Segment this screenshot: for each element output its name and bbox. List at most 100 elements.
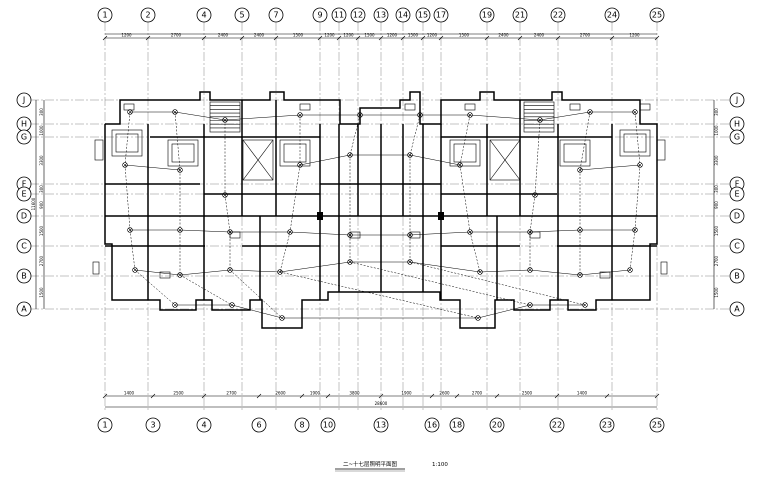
right-dimension-label: 1500 (714, 287, 719, 298)
ceiling-lamp-symbol (297, 162, 303, 168)
lamp-cross (478, 270, 482, 274)
ceiling-lamp-symbol (347, 259, 353, 265)
wiring-drop (534, 119, 541, 196)
wiring-drop (469, 231, 481, 273)
left-dimension-label: 900 (39, 201, 44, 209)
top-dimension-label: 1500 (364, 33, 375, 38)
axis-bubble-circle (16, 301, 32, 317)
top-dimension-label: 1500 (459, 33, 470, 38)
top-axis-bubble: 7 (268, 7, 284, 23)
bottom-axis-bubble: 8 (294, 417, 310, 433)
axis-bubble-circle (395, 7, 411, 23)
bottom-dimension-tick (454, 393, 460, 399)
distribution-box (404, 103, 416, 111)
top-dimension-tick (517, 35, 523, 41)
top-dimension-tick (438, 35, 444, 41)
axis-bubble-label: 1 (102, 421, 107, 430)
left-dimension-label: 1500 (39, 225, 44, 236)
wiring-drop (279, 271, 479, 319)
top-dimension-tick (378, 35, 384, 41)
axis-bubble-label: C (21, 242, 27, 251)
ceiling-lamp-symbol (637, 162, 643, 168)
axis-bubble-label: A (734, 305, 740, 314)
bed-inner (283, 143, 307, 163)
lamp-cross (278, 270, 282, 274)
axis-bubble-circle (140, 7, 156, 23)
axis-bubble-label: 23 (602, 421, 612, 430)
ceiling-lamp-symbol (279, 315, 285, 321)
axis-bubble-circle (196, 7, 212, 23)
wiring-drop (224, 194, 231, 233)
bed-fixture (619, 129, 651, 157)
distribution-box (529, 231, 541, 239)
top-axis-bubble: 11 (331, 7, 347, 23)
lamp-cross (230, 303, 234, 307)
bottom-axis-bubble: 23 (599, 417, 615, 433)
ceiling-lamp-symbol (407, 259, 413, 265)
right-axis-bubble: B (729, 268, 745, 284)
axis-bubble-label: E (734, 190, 739, 199)
bottom-dimension-label: 2500 (522, 391, 533, 396)
wiring-run (124, 164, 181, 171)
right-dimension-label: 900 (714, 201, 719, 209)
ceiling-lamp-symbol (132, 267, 138, 273)
ceiling-lamp-symbol (537, 117, 543, 123)
elevator-shaft (242, 139, 274, 181)
bed-inner (453, 143, 477, 163)
distribution-box (639, 103, 651, 111)
lamp-cross (408, 260, 412, 264)
lamp-cross (128, 228, 132, 232)
axis-bubble-label: 10 (323, 421, 333, 430)
lamp-cross (468, 230, 472, 234)
axis-bubble-label: 18 (452, 421, 462, 430)
axis-bubble-circle (16, 268, 32, 284)
lamp-cross (178, 168, 182, 172)
lamp-cross (173, 110, 177, 114)
distribution-box (123, 103, 135, 111)
axis-bubble-label: B (21, 272, 27, 281)
bottom-dimension-tick (378, 393, 384, 399)
bottom-dimension-label: 2700 (472, 391, 483, 396)
axis-bubble-circle (479, 7, 495, 23)
wiring-drop (129, 229, 136, 271)
left-dimension-label: 300 (39, 108, 44, 116)
ceiling-lamp-symbol (222, 192, 228, 198)
axis-bubble-label: 17 (436, 11, 446, 20)
axis-bubble-circle (350, 7, 366, 23)
wiring-drop (629, 229, 636, 271)
bottom-axis-bubble: 3 (145, 417, 161, 433)
left-axis-bubble: H (16, 116, 32, 132)
bottom-axis-bubble: 22 (549, 417, 565, 433)
top-dimension-label: 2400 (498, 33, 509, 38)
ceiling-lamp-symbol (287, 229, 293, 235)
left-total-label: 11600 (31, 197, 36, 210)
top-axis-bubble: 17 (433, 7, 449, 23)
wiring-run (477, 304, 531, 319)
axis-bubble-circle (373, 7, 389, 23)
ceiling-lamp-symbol (347, 232, 353, 238)
top-dimension-label: 1200 (629, 33, 640, 38)
axis-bubble-label: 15 (418, 11, 428, 20)
bed-inner (563, 143, 587, 163)
wiring-drop (134, 269, 176, 306)
lamp-cross (298, 113, 302, 117)
top-axis-bubble: 15 (415, 7, 431, 23)
top-dimension-label: 1200 (427, 33, 438, 38)
right-dimension-label: 1000 (714, 125, 719, 136)
axis-bubble-circle (16, 186, 32, 202)
lamp-cross (538, 118, 542, 122)
axis-bubble-circle (649, 7, 665, 23)
wiring-run (479, 269, 531, 273)
left-axis-bubble: B (16, 268, 32, 284)
axis-bubble-label: 9 (317, 11, 322, 20)
axis-bubble-label: 1 (102, 11, 107, 20)
distribution-box (569, 103, 581, 111)
wiring-run (179, 269, 231, 276)
lamp-cross (228, 230, 232, 234)
axis-bubble-circle (145, 417, 161, 433)
ceiling-lamp-symbol (477, 269, 483, 275)
bottom-dimension-label: 1900 (310, 391, 321, 396)
